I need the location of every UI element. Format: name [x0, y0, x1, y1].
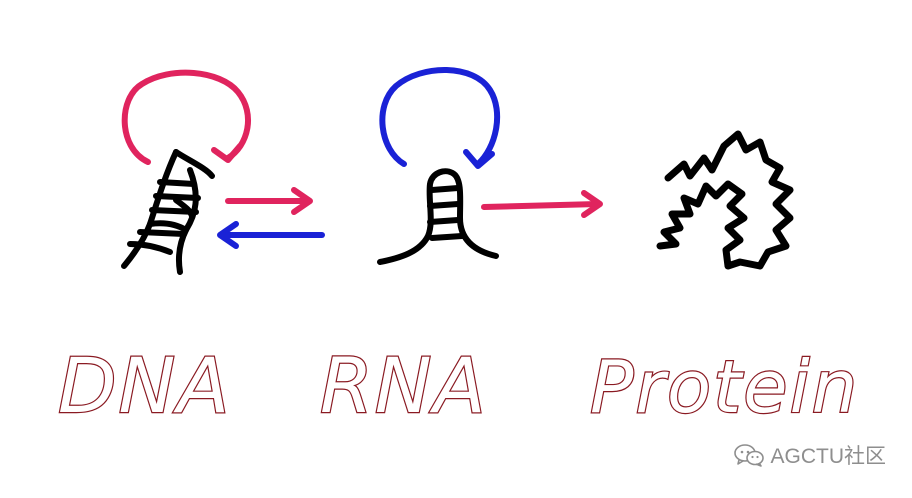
- rna-label-group: RNA: [319, 340, 488, 431]
- translation-arrow: [481, 190, 603, 218]
- rna-hairpin-icon: [377, 168, 499, 265]
- wechat-icon: [733, 444, 764, 467]
- watermark: AGCTU社区: [733, 440, 887, 470]
- reverse-transcription-arrow: [217, 221, 325, 249]
- dna-label-group: DNA: [57, 340, 231, 431]
- rna-label: RNA: [320, 341, 488, 430]
- dna-replication-arrow: [121, 69, 252, 165]
- transcription-arrow: [225, 187, 313, 215]
- protein-label-group: Protein: [589, 344, 859, 430]
- protein-label: Protein: [590, 345, 859, 429]
- folded-protein-icon: [656, 130, 794, 270]
- dna-label: DNA: [58, 341, 231, 430]
- dna-helix-icon: [121, 149, 215, 275]
- watermark-text: AGCTU社区: [770, 445, 887, 468]
- rna-replication-arrow: [379, 67, 501, 169]
